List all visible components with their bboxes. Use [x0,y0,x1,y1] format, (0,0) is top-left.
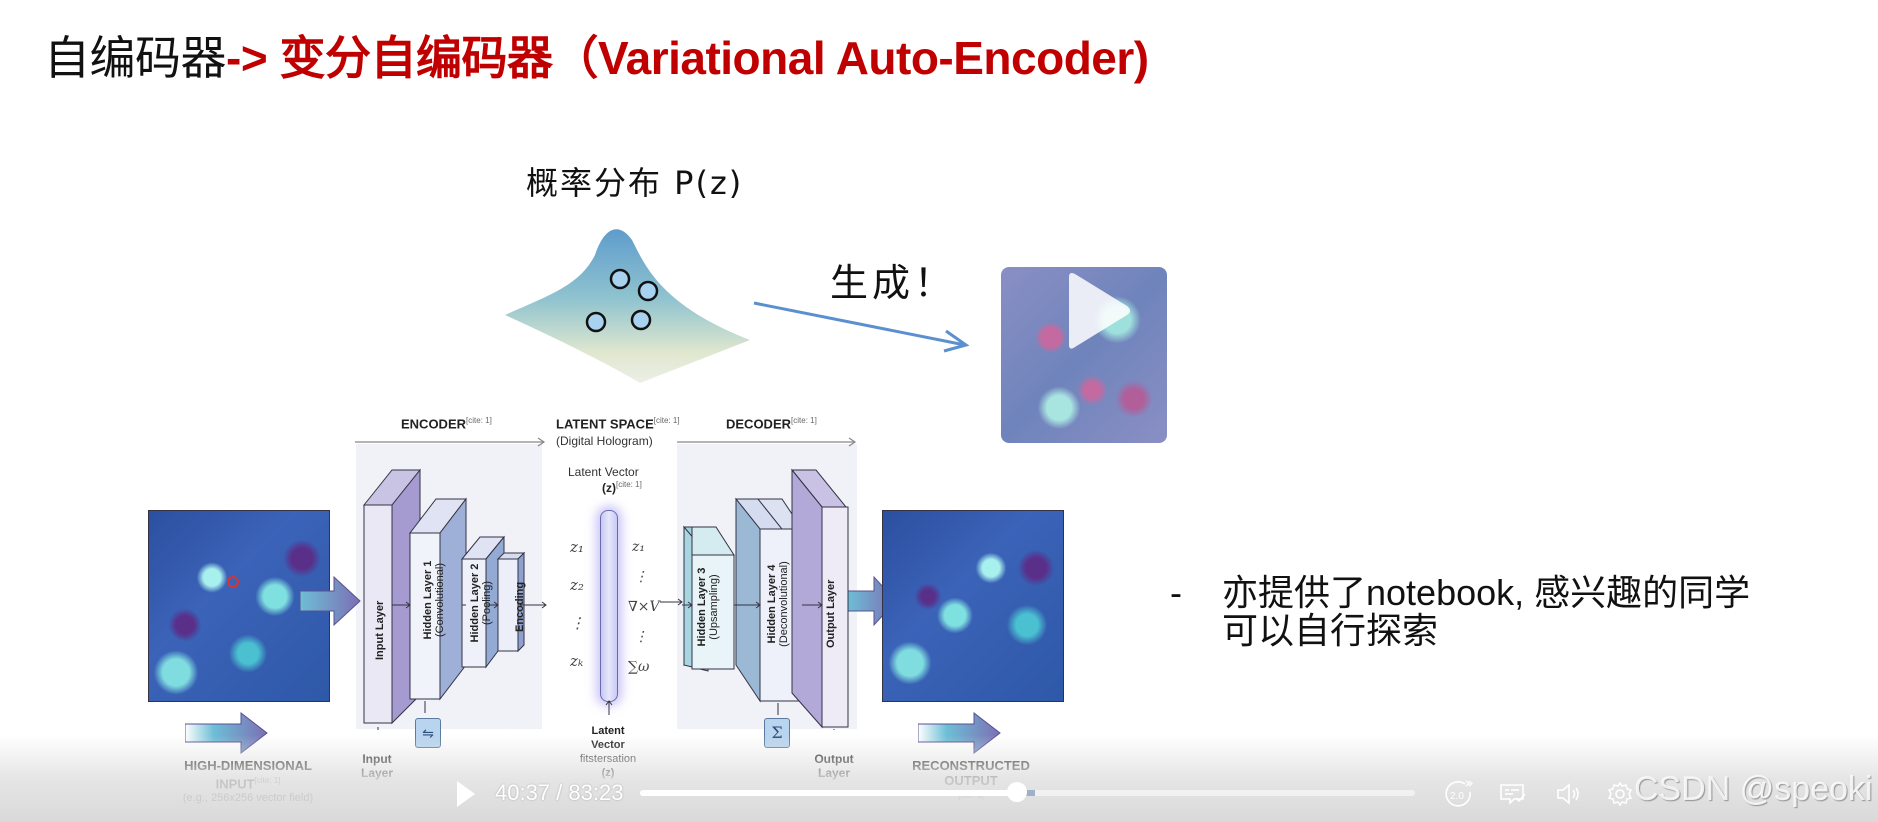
hidden-layer-1-label: Hidden Layer 1 (Convolutional) [422,560,446,640]
bullet-line-2: 可以自行探索 [1222,610,1439,651]
input-layer-block [363,504,393,724]
generate-label: 生成！ [830,261,957,305]
latent-space-subtitle: (Digital Hologram) [556,434,653,448]
playback-time: 40:37 / 83:23 [495,780,624,805]
decoder-panel [677,444,857,729]
output-layer-block [821,506,849,728]
encoder-panel [356,444,542,729]
settings-icon [1607,781,1633,807]
bullet-dash: - [1170,572,1182,613]
play-icon[interactable] [456,780,476,808]
subtitle-icon [1500,784,1526,805]
title-vae: 变分自编码器（Variational Auto-Encoder) [279,32,1149,84]
sample-point [637,280,659,302]
hidden-layer-4-block [759,528,803,702]
input-flow-arrow-icon [300,575,361,627]
progress-handle[interactable] [1007,782,1027,802]
sample-point [630,309,652,331]
playback-speed-button[interactable]: 2.0 [1443,778,1475,810]
progress-buffer [1025,790,1035,796]
encoding-block [497,558,519,652]
decoder-header: DECODER[cite: 1] [726,416,817,432]
latent-vector-bar [600,510,618,702]
encoder-header: ENCODER[cite: 1] [401,416,492,432]
encoding-label: Encoding [514,581,526,632]
sample-point [585,311,607,333]
latent-vector-title: Latent Vector [568,465,639,479]
hidden-layer-3-block [691,554,735,670]
latent-z-left: z₁ z₂ ⋮ zₖ [570,538,585,670]
hidden-layer-2-block [461,558,487,668]
probability-distribution-label: 概率分布 P(z) [526,164,744,202]
output-flow-arrow-icon [848,575,897,627]
hidden-layer-4-label: Hidden Layer 4 (Deconvolutional) [766,561,790,647]
svg-text:2.0: 2.0 [1450,791,1464,802]
section-arrows [355,437,857,447]
play-overlay-icon[interactable] [1063,271,1133,351]
title-arrow: -> [226,32,280,84]
hidden-layer-3-label: Hidden Layer 3 (Upsampling) [696,567,720,647]
csdn-watermark: CSDN @speoki [1634,770,1873,808]
video-control-bar [0,735,1878,822]
latent-vector-z: (z)[cite: 1] [602,480,642,495]
latent-space-header: LATENT SPACE[cite: 1] [556,416,680,432]
hidden-layer-2-label: Hidden Layer 2 (Pooling) [469,563,493,643]
hidden-layer-1-block [409,532,441,700]
input-layer-label: Input Layer [374,600,386,660]
title-autoencoder: 自编码器 [44,32,227,84]
input-marker-dot [227,576,239,588]
sample-point [609,268,631,290]
reconstructed-output-image [882,510,1064,702]
speed-icon: 2.0 [1445,780,1473,807]
generated-sample-image [1001,267,1167,443]
slide-title: 自编码器-> 变分自编码器（Variational Auto-Encoder) [44,22,1149,88]
volume-button[interactable] [1553,778,1585,810]
settings-button[interactable] [1604,778,1636,810]
subtitle-button[interactable] [1497,778,1529,810]
gaussian-distribution-figure [505,229,750,383]
latent-up-arrow-icon [605,700,613,715]
gaussian-surface [505,229,750,383]
bullet-line-1: 亦提供了notebook, 感兴趣的同学 [1222,572,1751,613]
latent-to-decoder-arrow-icon [660,598,683,606]
output-layer-label: Output Layer [825,579,837,648]
decoder-layers [682,468,849,730]
volume-icon [1557,783,1579,805]
encoder-layers [362,468,547,730]
progress-fill [640,790,1017,796]
generate-arrow-icon [753,301,970,353]
latent-z-right: z₁ ⋮ ∇×V ⋮ ∑ω [628,539,660,675]
high-dimensional-input-image [148,510,330,702]
